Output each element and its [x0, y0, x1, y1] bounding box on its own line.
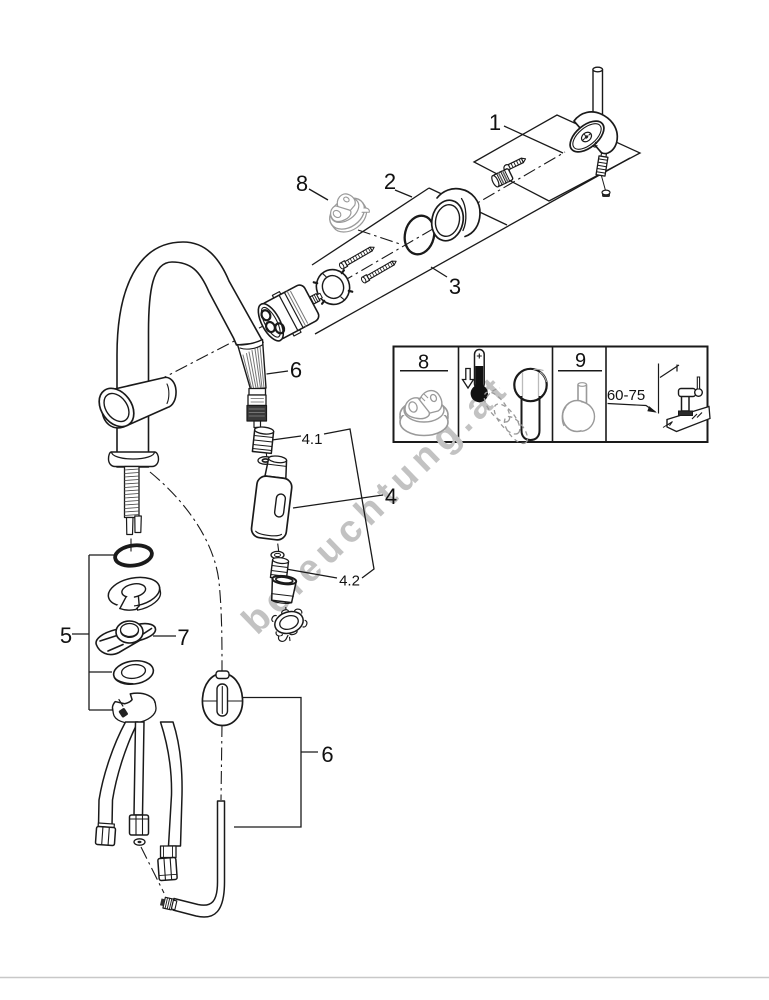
svg-text:6: 6: [321, 742, 333, 767]
svg-text:2: 2: [384, 169, 396, 194]
svg-text:4: 4: [385, 484, 397, 509]
svg-text:4.2: 4.2: [339, 573, 360, 590]
svg-text:3: 3: [449, 274, 461, 299]
svg-text:4.1: 4.1: [302, 431, 323, 448]
svg-text:60-75: 60-75: [607, 387, 645, 404]
svg-text:9: 9: [575, 350, 586, 372]
svg-text:7: 7: [177, 625, 189, 650]
svg-text:8: 8: [418, 352, 429, 374]
svg-text:5: 5: [60, 623, 72, 648]
svg-text:6: 6: [290, 358, 302, 383]
svg-text:8: 8: [296, 171, 308, 196]
svg-text:1: 1: [489, 110, 501, 135]
